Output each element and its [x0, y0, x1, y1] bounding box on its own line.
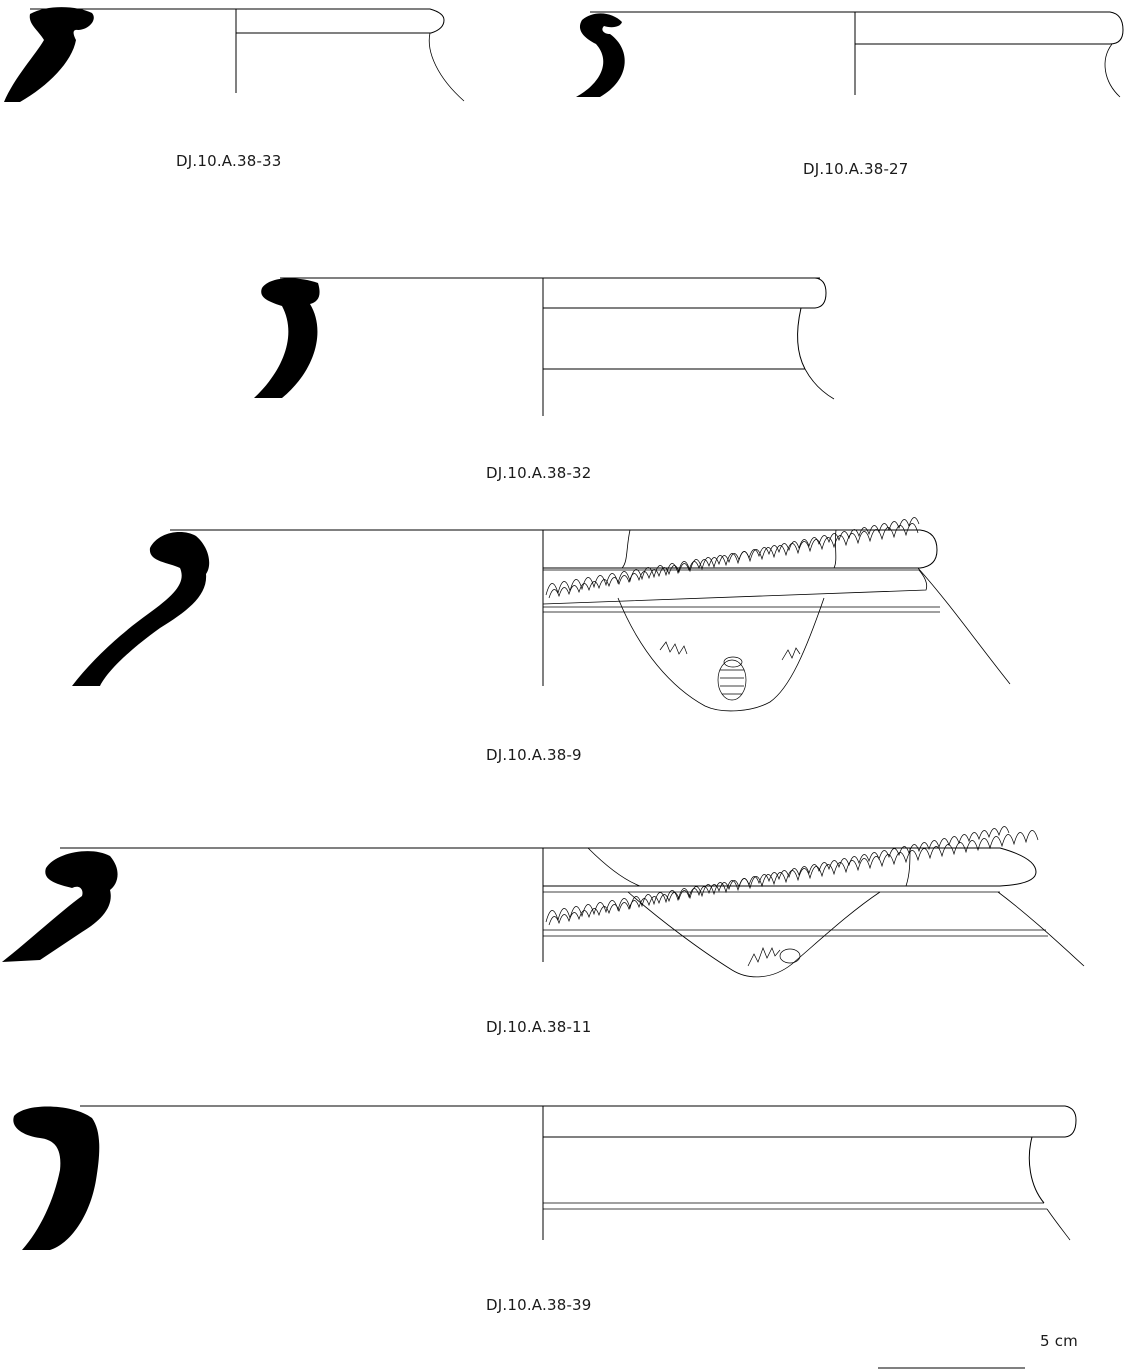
sherd-label: DJ.10.A.38-33 [176, 152, 282, 170]
sherd-label: DJ.10.A.38-9 [486, 746, 582, 764]
sherd-drawing-27 [576, 11, 1124, 98]
rim-profile-39 [13, 1106, 100, 1250]
rim-profile-9 [72, 532, 210, 686]
sherd-label: DJ.10.A.38-27 [803, 160, 909, 178]
scale-label: 5 cm [1040, 1332, 1078, 1350]
rim-profile-11 [2, 851, 118, 962]
sherd-label: DJ.10.A.38-32 [486, 464, 592, 482]
sherd-drawing-32 [254, 277, 835, 416]
sherd-drawing-11 [2, 826, 1085, 978]
rim-profile-32 [254, 278, 320, 398]
sherd-label: DJ.10.A.38-11 [486, 1018, 592, 1036]
sherd-drawing-9 [72, 517, 1011, 712]
sherd-drawing-39 [13, 1105, 1077, 1250]
sherd-label: DJ.10.A.38-39 [486, 1296, 592, 1314]
rim-profile-27 [576, 13, 625, 98]
rim-profile-33 [4, 7, 94, 103]
sherd-drawing-33 [4, 7, 465, 103]
